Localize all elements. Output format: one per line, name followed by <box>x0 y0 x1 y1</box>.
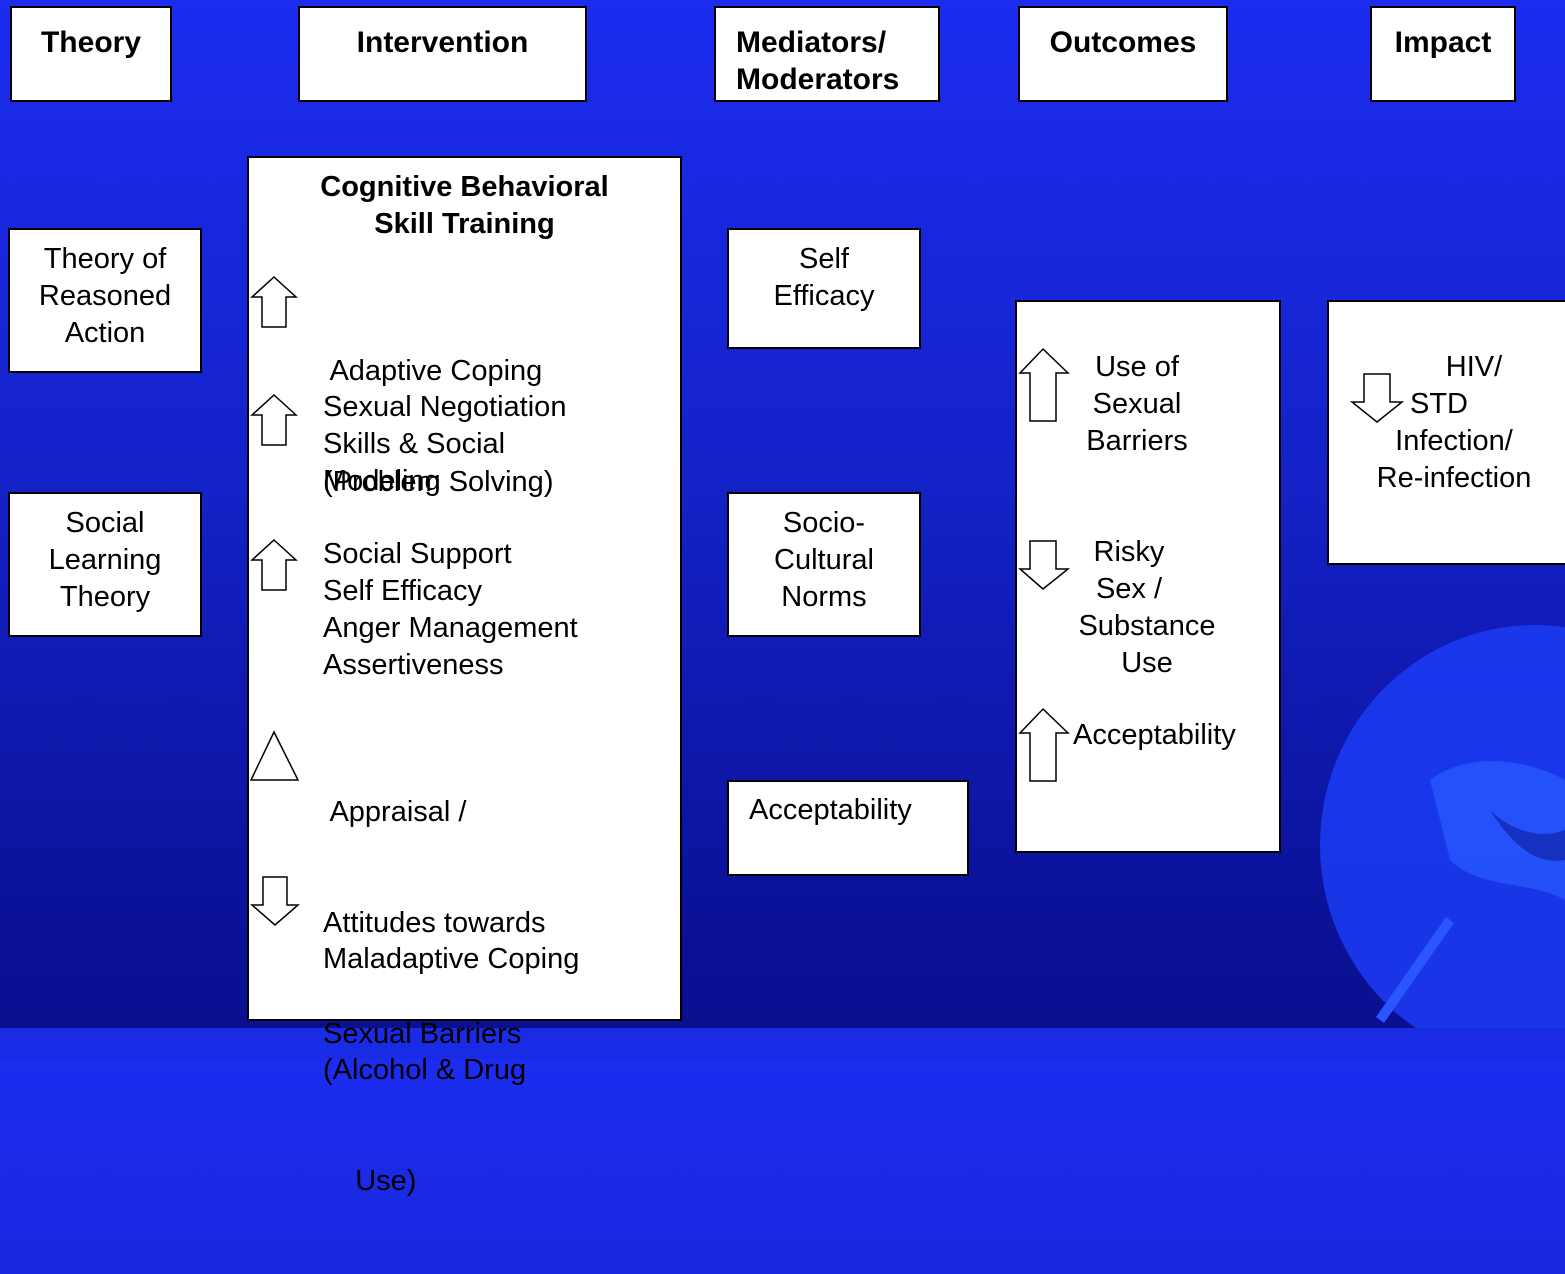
text-line: Cultural <box>774 544 874 576</box>
header-mediators-label: Mediators/ Moderators <box>716 8 938 98</box>
socio-cultural-norms-box: Socio- Cultural Norms <box>727 492 921 637</box>
text-line: Sexual <box>1092 388 1182 420</box>
text-line: Cognitive Behavioral <box>320 171 609 203</box>
header-intervention: Intervention <box>298 6 587 102</box>
text-line: Social Support <box>323 538 512 570</box>
text-line: Socio- <box>782 507 866 539</box>
down-arrow-icon <box>1018 540 1071 590</box>
header-outcomes-label: Outcomes <box>1049 26 1197 59</box>
text-line: Risky <box>1093 536 1165 568</box>
impact-box: HIV/ STD Infection/ Re-infection <box>1327 300 1565 565</box>
up-arrow-icon <box>1018 707 1070 782</box>
text-line: Appraisal / <box>323 796 467 828</box>
text-line: Action <box>64 317 146 349</box>
text-line: Self Efficacy <box>323 575 483 607</box>
text-line: Sexual Negotiation <box>323 391 567 423</box>
header-mediators: Mediators/ Moderators <box>714 6 940 102</box>
text-line: Use of <box>1095 351 1179 383</box>
intervention-box: Cognitive Behavioral Skill Training Adap… <box>247 156 682 1197</box>
header-theory: Theory <box>10 6 172 102</box>
text-line: Theory <box>59 581 151 613</box>
social-support-text: Social Support Self Efficacy Anger Manag… <box>323 536 578 684</box>
down-arrow-icon <box>1350 373 1405 423</box>
text-line: Substance <box>1078 610 1216 642</box>
text-line: Self <box>799 243 849 275</box>
intervention-title: Cognitive Behavioral Skill Training <box>249 169 680 243</box>
text-line: Learning <box>48 544 162 576</box>
header-mediators-line: Mediators/ <box>736 26 887 59</box>
text-line: Use <box>1121 647 1173 679</box>
social-learning-theory-text: Social Learning Theory <box>10 505 200 616</box>
theory-reasoned-action-text: Theory of Reasoned Action <box>10 241 200 352</box>
text-line: Sex / <box>1095 573 1163 605</box>
risky-sex-text: Risky Sex / Substance Use <box>1062 534 1232 682</box>
impact-text: HIV/ STD Infection/ Re-infection <box>1359 349 1549 497</box>
header-intervention-label: Intervention <box>356 26 529 59</box>
text-line: Skills & Social <box>323 428 506 460</box>
text-line: Attitudes towards <box>323 907 546 939</box>
text-line: (Problem Solving) <box>323 466 554 498</box>
header-impact: Impact <box>1370 6 1516 102</box>
maladaptive-coping-text: Maladaptive Coping (Alcohol & Drug Use) <box>323 867 579 1274</box>
text-line: Maladaptive Coping <box>323 943 580 975</box>
header-outcomes: Outcomes <box>1018 6 1228 102</box>
text-line: Infection/ <box>1395 425 1513 457</box>
text-line: Social <box>65 507 145 539</box>
socio-cultural-norms-text: Socio- Cultural Norms <box>729 505 919 616</box>
up-arrow-icon <box>250 275 298 328</box>
text-line: Assertiveness <box>323 649 504 681</box>
outcome-acceptability-text: Acceptability <box>1073 719 1236 751</box>
header-impact-label: Impact <box>1394 26 1492 59</box>
text-line: Sexual Barriers <box>323 1018 522 1050</box>
text-line: Modeling <box>323 465 441 497</box>
mediator-acceptability-box: Acceptability <box>727 780 969 876</box>
adaptive-coping-text: Adaptive Coping (Problem Solving) <box>323 279 553 575</box>
text-line: Use) <box>323 1165 417 1197</box>
text-line: Theory of <box>43 243 167 275</box>
footer-band <box>0 1028 1565 1058</box>
sexual-negotiation-text: Sexual Negotiation Skills & Social Model… <box>323 389 566 500</box>
text-line: Norms <box>781 581 867 613</box>
triangle-icon <box>249 730 300 781</box>
text-line: STD <box>1410 388 1468 420</box>
up-arrow-icon <box>1018 347 1070 422</box>
header-theory-label: Theory <box>40 26 142 59</box>
theory-reasoned-action-box: Theory of Reasoned Action <box>8 228 202 373</box>
use-of-barriers-text: Use of Sexual Barriers <box>1072 349 1202 460</box>
text-line: HIV/ <box>1445 351 1503 383</box>
text-line: Efficacy <box>773 280 875 312</box>
text-line: Barriers <box>1086 425 1188 457</box>
text-line: Anger Management <box>323 612 578 644</box>
up-arrow-icon <box>250 393 298 446</box>
outcomes-box: Use of Sexual Barriers Risky Sex / Subst… <box>1015 300 1281 853</box>
up-arrow-icon <box>250 538 298 591</box>
self-efficacy-box: Self Efficacy <box>727 228 921 349</box>
mediator-acceptability-text: Acceptability <box>749 794 912 826</box>
appraisal-text: Appraisal / Attitudes towards Sexual Bar… <box>323 720 545 1127</box>
down-arrow-icon <box>250 876 301 926</box>
header-mediators-line: Moderators <box>736 63 900 96</box>
self-efficacy-text: Self Efficacy <box>729 241 919 315</box>
text-line: Reasoned <box>38 280 172 312</box>
social-learning-theory-box: Social Learning Theory <box>8 492 202 637</box>
text-line: Adaptive Coping <box>323 355 543 387</box>
globe-decoration <box>1320 625 1565 1030</box>
text-line: Re-infection <box>1376 462 1532 494</box>
text-line: Skill Training <box>374 208 555 240</box>
